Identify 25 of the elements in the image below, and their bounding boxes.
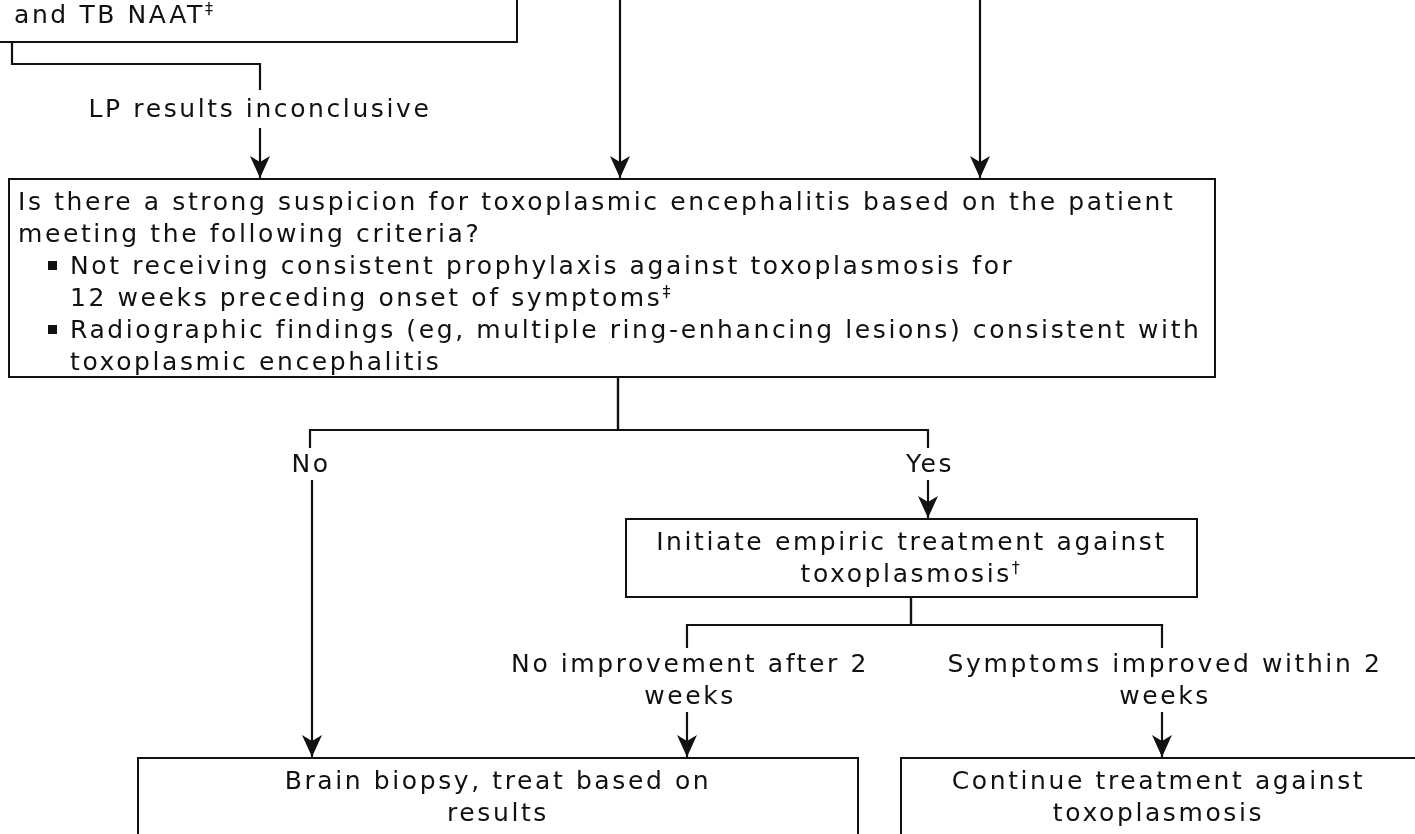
branch-label: Symptoms improved within 2 weeks — [946, 648, 1384, 712]
arrow — [302, 480, 322, 757]
arrow — [1152, 712, 1172, 757]
question-text: Is there a strong suspicion for toxoplasmic encephalitis based on the patient meeting the following criteria? — [18, 186, 1177, 250]
connector-line — [909, 598, 1164, 648]
bullet-text: Radiographic findings (eg, multiple ring-enhancing lesions) consistent with toxoplasmic encephalitis — [70, 314, 1203, 378]
arrow — [918, 480, 938, 518]
process-box — [625, 518, 1198, 598]
box-text: Initiate empiric treatment against toxoplasmosis$^{†}$ — [655, 526, 1168, 590]
box-text: and TB NAAT$^{‡}$ — [14, 0, 216, 31]
arrow — [250, 128, 270, 178]
branch-label: No improvement after 2 weeks — [510, 648, 870, 712]
box-text: Continue treatment against toxoplasmosis — [950, 765, 1367, 829]
branch-label: No — [291, 448, 331, 480]
box-text: Brain biopsy, treat based on results — [283, 765, 713, 829]
arrow — [970, 0, 990, 178]
arrow — [677, 712, 697, 757]
branch-label: Yes — [905, 448, 955, 480]
bullet-text: Not receiving consistent prophylaxis against toxoplasmosis for 12 weeks preceding onset of symptoms$^{‡}$ — [70, 250, 1016, 314]
branch-label: LP results inconclusive — [88, 93, 432, 125]
decision-box — [8, 178, 1216, 378]
connector-line — [616, 378, 930, 448]
connector-line — [10, 43, 262, 90]
arrow — [610, 0, 630, 178]
process-box — [137, 757, 859, 834]
